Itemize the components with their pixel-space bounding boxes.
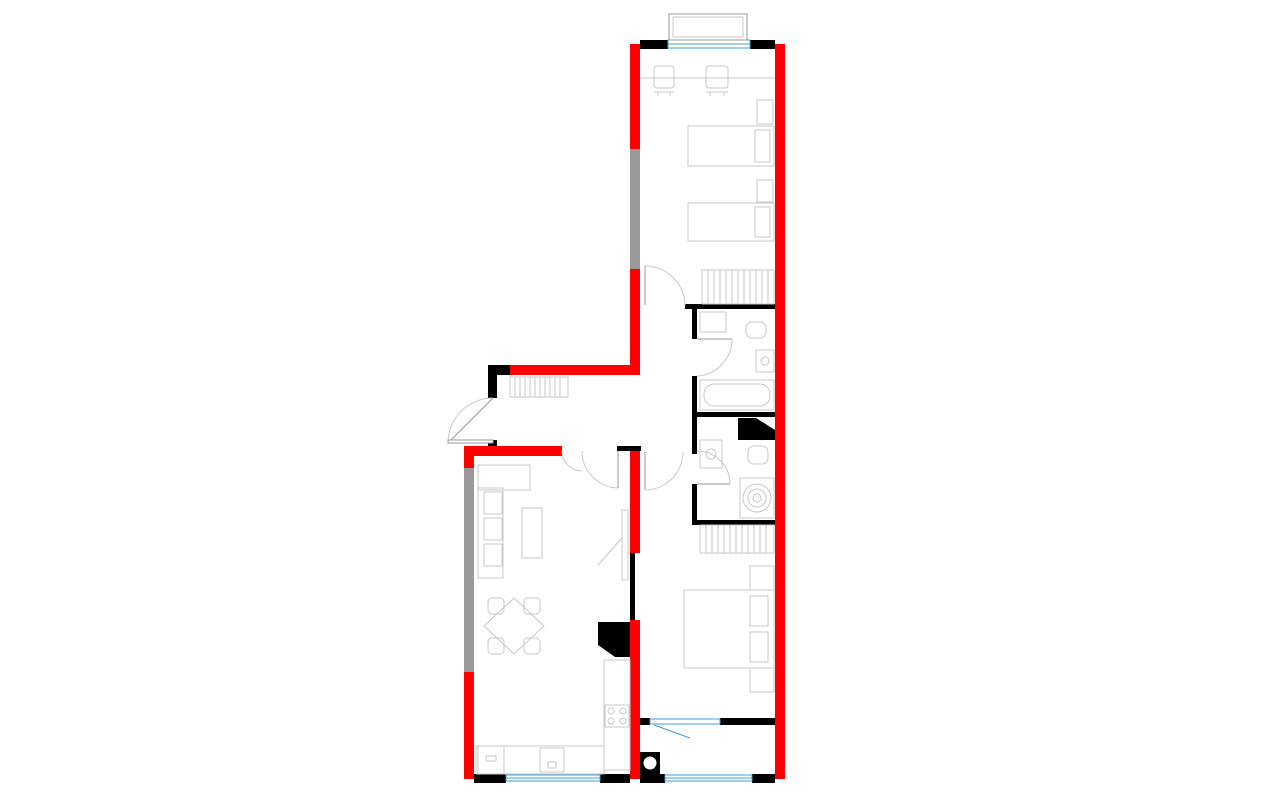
double-bed-icon [683,524,775,693]
doors [447,265,733,739]
twin-bed-icon [640,65,775,305]
bathroom-door-icon [696,338,733,377]
living-door-icon [561,450,619,489]
interior-walls [474,40,775,783]
balcony [668,13,748,41]
bedroom-south-door-icon [644,451,684,491]
boiler-icon [640,752,660,774]
bathtub-icon [699,311,775,411]
hall-wardrobe [509,376,569,398]
windows [505,39,753,782]
balcony-door-icon [653,724,691,739]
entrance-door-icon [447,397,494,444]
glazed-walls [464,149,640,672]
shower-icon [699,439,775,519]
bedroom-north-door-icon [644,265,686,306]
wc-door-icon [696,450,731,485]
dining-table-icon [475,464,631,775]
exterior-walls [464,44,785,779]
